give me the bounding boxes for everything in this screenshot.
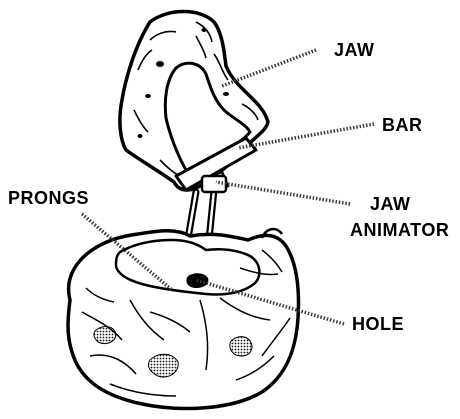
label-jaw-animator-line2: ANIMATOR xyxy=(350,220,449,240)
base-shape xyxy=(68,229,299,408)
jaw-shape xyxy=(120,12,268,191)
label-bar: BAR xyxy=(382,115,423,135)
label-prongs: PRONGS xyxy=(8,188,89,208)
label-jaw-animator-line1: JAW xyxy=(370,194,411,214)
label-jaw: JAW xyxy=(334,40,375,60)
leader-jaw-animator xyxy=(216,182,350,204)
label-hole: HOLE xyxy=(352,314,404,334)
